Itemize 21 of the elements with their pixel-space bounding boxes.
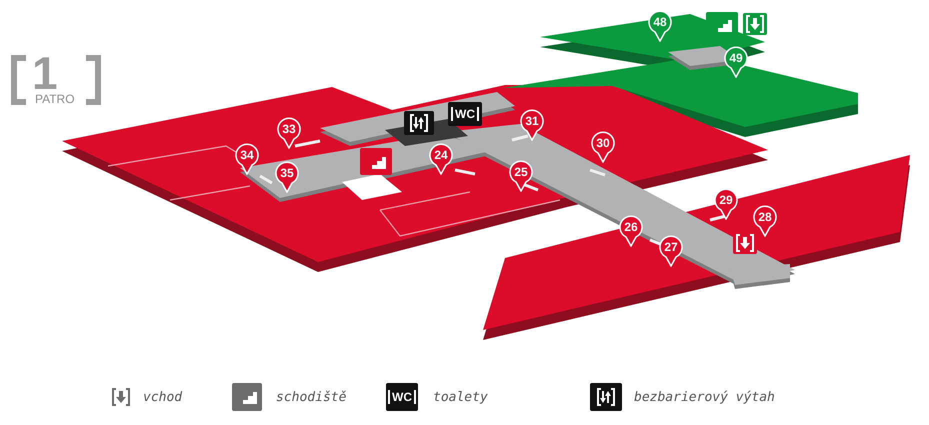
legend-label: schodiště xyxy=(276,390,346,405)
toilet-sign: WC xyxy=(386,383,418,411)
map-pin: 24 xyxy=(429,143,453,175)
map-pin: 34 xyxy=(235,143,259,175)
floor-number: 1 xyxy=(32,50,58,96)
map-pin: 35 xyxy=(275,161,299,193)
map-pin: 28 xyxy=(753,205,777,237)
map-pin: 27 xyxy=(659,235,683,267)
map-pin: 30 xyxy=(591,131,615,163)
legend-label: bezbarierový výtah xyxy=(634,390,775,405)
legend-label: vchod xyxy=(143,390,182,405)
floor-label: PATRO xyxy=(35,93,75,105)
map-pin: 29 xyxy=(714,188,738,220)
map-pin: 49 xyxy=(724,46,748,78)
toilet-sign: WC xyxy=(448,102,482,126)
map-pin: 31 xyxy=(520,109,544,141)
legend-label: toalety xyxy=(433,390,488,405)
map-pin: 25 xyxy=(509,160,533,192)
map-pin: 26 xyxy=(619,215,643,247)
map-pin: 33 xyxy=(277,117,301,149)
map-pin: 48 xyxy=(648,10,672,42)
